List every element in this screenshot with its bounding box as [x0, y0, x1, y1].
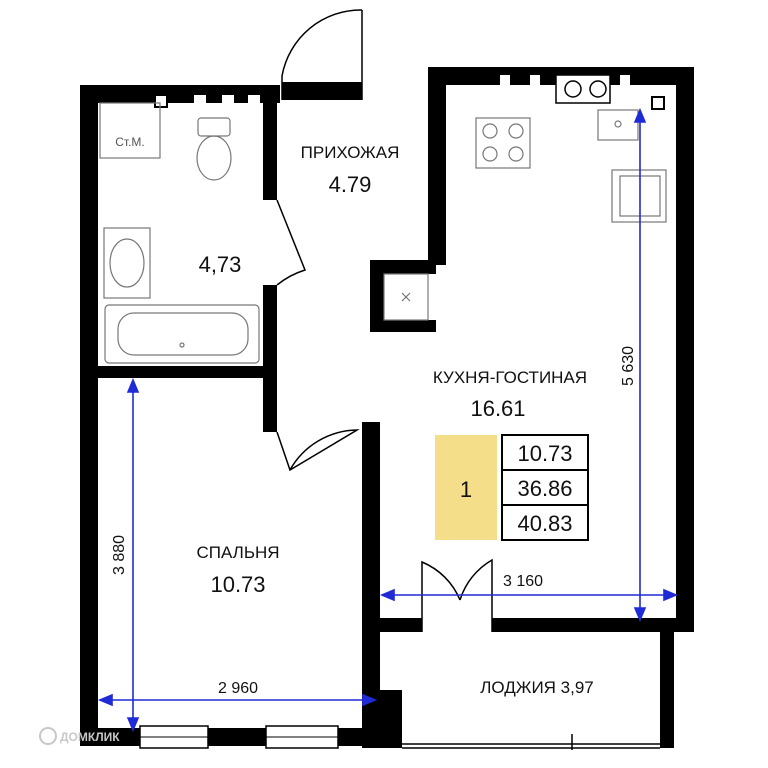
- loggia-glazing: [402, 734, 660, 750]
- hallway-area: 4.79: [329, 172, 372, 197]
- kitchen-living-name: КУХНЯ-ГОСТИНАЯ: [433, 368, 587, 387]
- washer-box: [99, 102, 161, 159]
- loggia-label: ЛОДЖИЯ 3,97: [480, 678, 594, 697]
- bedroom-height-label: 3 880: [111, 535, 128, 575]
- kitchen-window: [500, 74, 665, 110]
- watermark: ДОМКЛИК: [39, 727, 120, 745]
- summary-table: [435, 434, 589, 541]
- walls: [80, 67, 694, 748]
- bedroom-windows: [139, 725, 339, 749]
- bathroom-area: 4,73: [199, 252, 242, 277]
- summary-area-with-loggia: 40.83: [517, 511, 572, 536]
- bathroom-window: [154, 94, 260, 108]
- kitchen-living-area: 16.61: [470, 396, 525, 421]
- bedroom-name: СПАЛЬНЯ: [196, 543, 279, 562]
- dimension-lines: [97, 107, 679, 733]
- rooms-count: 1: [460, 477, 472, 502]
- kitchen-height-label: 5 630: [620, 346, 637, 386]
- bathroom-fixtures: [99, 102, 260, 364]
- domclick-logo-icon: [39, 727, 57, 745]
- watermark-text: ДОМКЛИК: [60, 730, 120, 744]
- rooms-count-badge: [435, 435, 497, 540]
- doors: [276, 9, 493, 632]
- summary-living-area: 10.73: [517, 441, 572, 466]
- hallway-name: ПРИХОЖАЯ: [301, 143, 400, 162]
- kitchen-fixtures: [383, 109, 667, 321]
- bedroom-area: 10.73: [210, 572, 265, 597]
- bedroom-width-label: 2 960: [218, 680, 258, 697]
- summary-total-area: 36.86: [517, 476, 572, 501]
- kitchen-width-label: 3 160: [503, 573, 543, 590]
- washer-label: Ст.М.: [115, 135, 145, 149]
